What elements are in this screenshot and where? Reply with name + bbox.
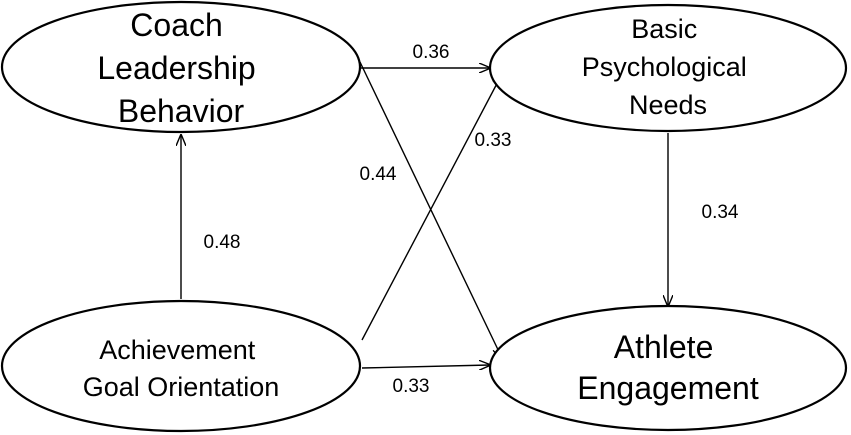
node-needs-line-3: Needs: [629, 90, 707, 120]
edge-coach-to-engagement: [359, 61, 502, 358]
edge-label-coach-to-needs: 0.36: [413, 42, 450, 63]
svg-text:Achievement Goal Orienta: Achievement Goal Orientation: [83, 335, 280, 402]
edge-label-coach-to-engagement: 0.44: [360, 164, 397, 185]
node-goal-line-2: Goal Orientation: [83, 372, 280, 402]
edge-goal-to-needs: [361, 74, 502, 341]
node-basic-psychological-needs: Basic Psychological Needs: [488, 3, 848, 133]
node-needs-line-1: Basic: [631, 14, 697, 44]
node-coach-line-1: Coach: [130, 7, 223, 43]
node-engagement-line-1: Athlete: [614, 329, 714, 365]
edge-label-goal-to-needs: 0.33: [475, 130, 512, 151]
node-achievement-goal-orientation: Achievement Goal Orientation: [0, 299, 362, 433]
node-engagement-line-2: Engagement: [577, 370, 759, 406]
edge-label-needs-to-engagement: 0.34: [702, 202, 739, 223]
svg-text:Athlete Engagement: Athlete Engagement: [577, 329, 759, 406]
node-coach-line-2: Leadership: [97, 50, 255, 86]
edge-label-goal-to-engagement: 0.33: [393, 376, 430, 397]
node-goal-line-1: Achievement: [99, 335, 256, 365]
edge-goal-to-engagement: [361, 365, 490, 368]
node-coach-line-3: Behavior: [118, 93, 245, 129]
svg-text:Coach Leadership B: Coach Leadership Behavior: [97, 7, 264, 129]
node-athlete-engagement: Athlete Engagement: [488, 304, 848, 432]
svg-text:Basic Psychological: Basic Psychological Needs: [582, 14, 755, 120]
node-needs-line-2: Psychological: [582, 52, 747, 82]
edge-label-goal-to-coach: 0.48: [204, 232, 241, 253]
node-coach-leadership-behavior: Coach Leadership Behavior: [0, 0, 362, 134]
